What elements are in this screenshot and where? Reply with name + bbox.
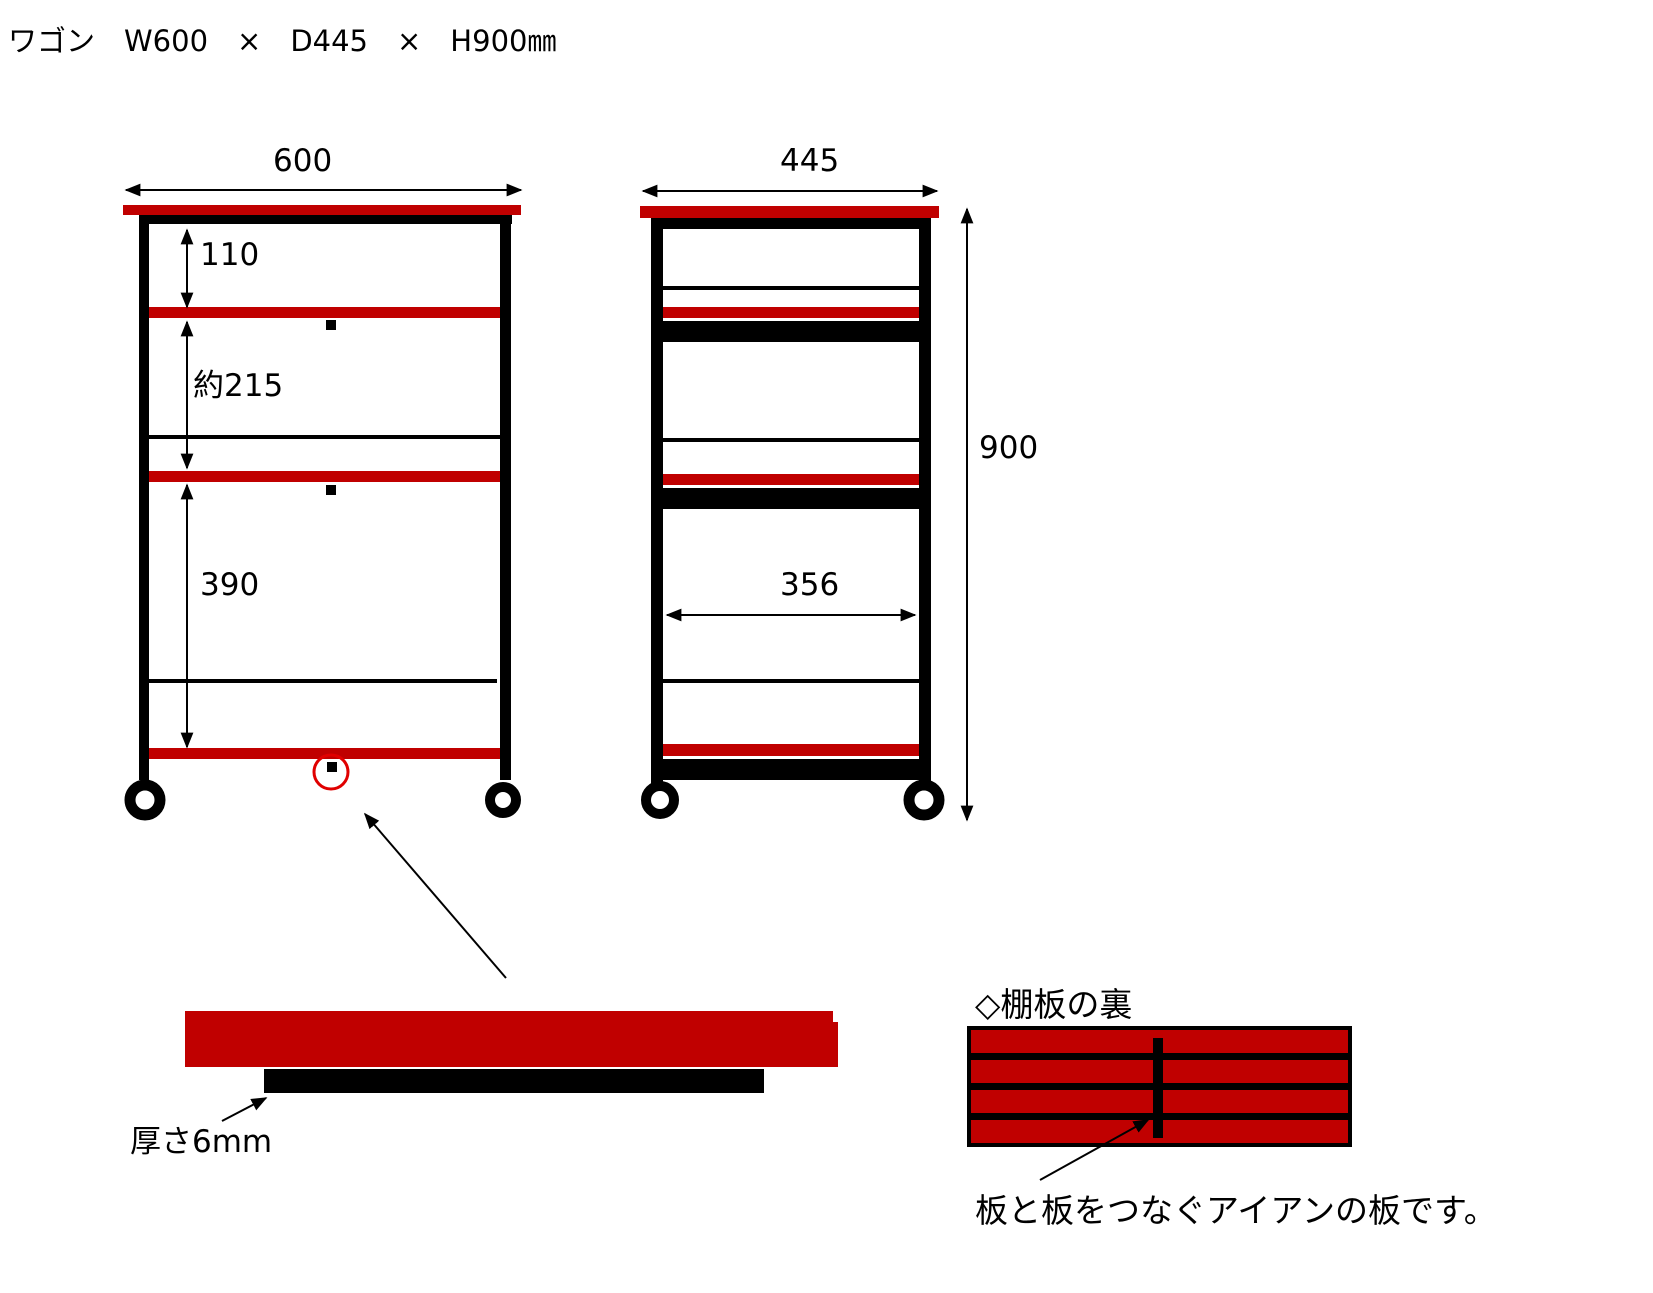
top-frame [139, 215, 512, 224]
side-shelf-1-iron [663, 321, 919, 342]
front-view [123, 183, 523, 821]
detail-shelf-board [185, 1011, 833, 1067]
shelf-1-bracket [326, 320, 336, 330]
detail-shelf-board-edge [830, 1022, 838, 1067]
page-title: ワゴン W600 × D445 × H900㎜ [8, 24, 557, 58]
thickness-pointer-arrow [221, 1097, 268, 1122]
shelf-3 [149, 748, 500, 759]
back-pointer-arrow [1039, 1119, 1150, 1181]
top-board [123, 205, 521, 215]
shelf-1 [149, 307, 500, 318]
shelf-back [967, 1026, 1352, 1181]
shelf-2 [149, 471, 500, 482]
thickness-label: 厚さ6mm [130, 1124, 273, 1160]
back-iron-bar [1153, 1038, 1163, 1138]
detail-iron-plate [264, 1069, 764, 1093]
side-shelf-3-iron [663, 759, 919, 780]
side-view [640, 184, 974, 822]
side-right-leg [919, 218, 931, 785]
side-shelf-2 [663, 474, 919, 485]
side-top-frame [651, 218, 930, 229]
width-label: 600 [273, 143, 333, 179]
side-shelf-3 [663, 744, 919, 756]
side-right-wheel [903, 779, 945, 821]
shelf-3-bracket [327, 762, 337, 772]
depth-label: 445 [780, 143, 840, 179]
shelf-detail [185, 812, 838, 1122]
shelf-2-bracket [326, 485, 336, 495]
side-shelf-2-iron [663, 488, 919, 509]
side-top-board [640, 206, 939, 218]
shelf-back-caption: 板と板をつなぐアイアンの板です。 [975, 1191, 1497, 1230]
left-wheel [124, 779, 166, 821]
highlight-circle [312, 753, 350, 791]
gap-top-label: 110 [200, 237, 260, 273]
height-label: 900 [979, 430, 1039, 466]
right-leg [500, 215, 511, 780]
side-left-leg [651, 218, 663, 785]
detail-pointer-arrow [363, 812, 507, 979]
left-leg [139, 215, 149, 780]
inner-width-label: 356 [780, 567, 840, 603]
gap-bottom-label: 390 [200, 567, 260, 603]
side-shelf-1 [663, 307, 919, 318]
gap-mid-label: 約215 [193, 368, 284, 404]
right-wheel [485, 782, 521, 818]
shelf-back-title: ◇棚板の裏 [975, 985, 1133, 1024]
side-left-wheel [641, 781, 679, 819]
